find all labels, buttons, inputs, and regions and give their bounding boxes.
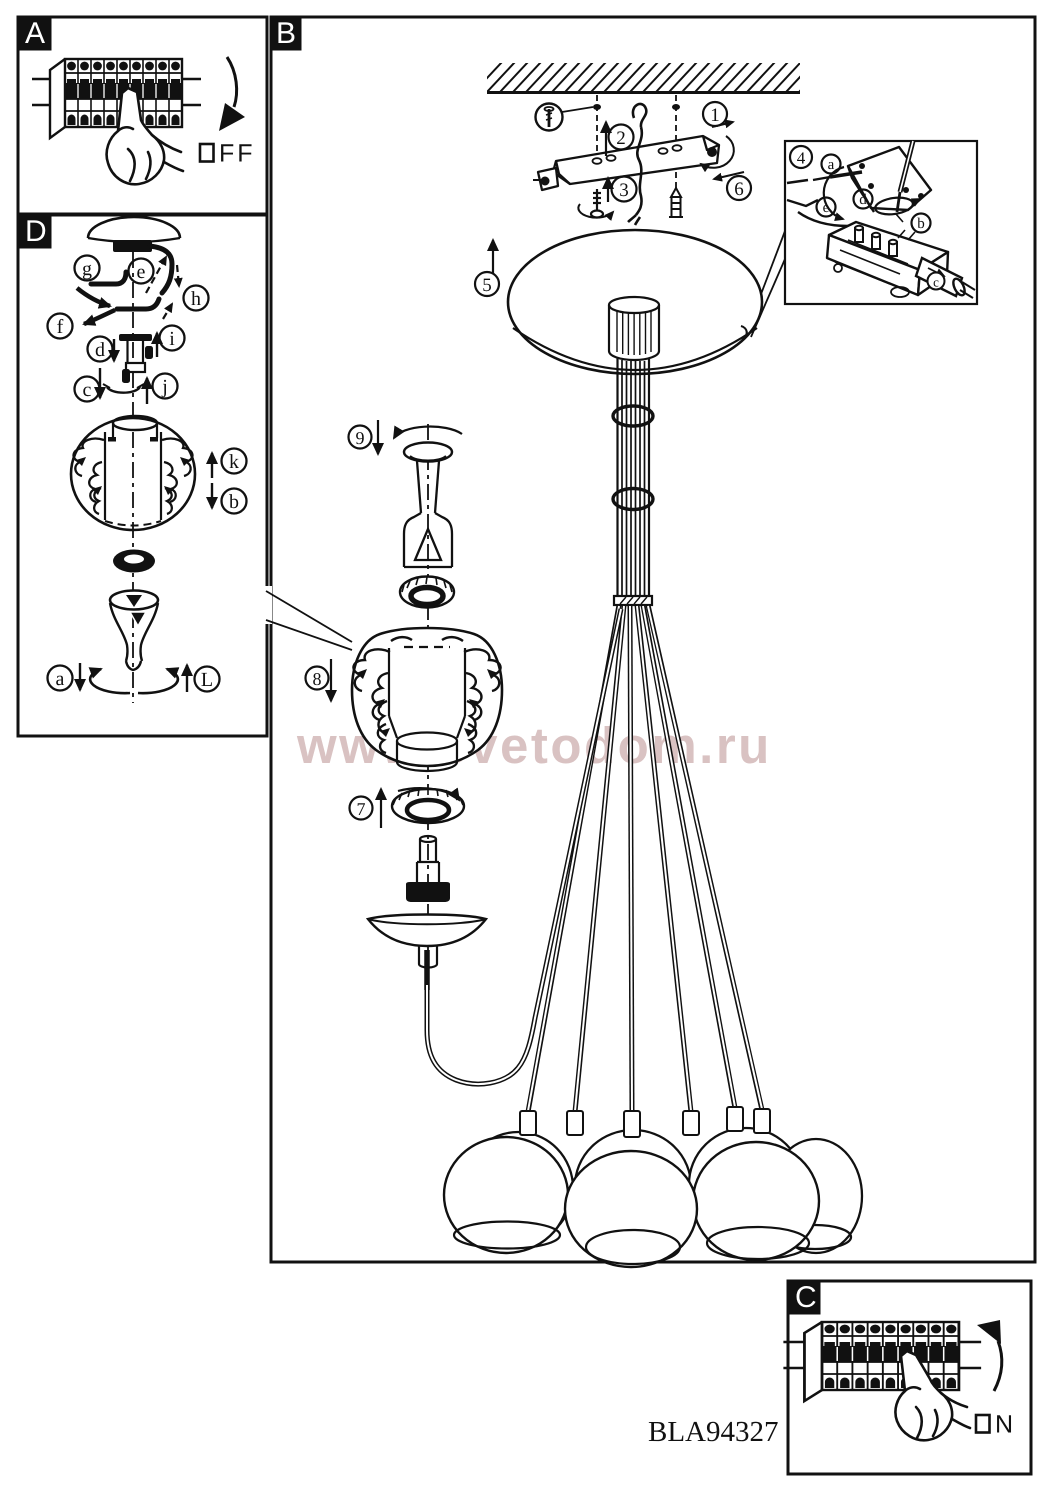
svg-text:c: c [83, 379, 92, 401]
svg-text:B: B [276, 17, 296, 50]
svg-text:FF: FF [219, 140, 256, 168]
svg-text:2: 2 [616, 128, 626, 149]
svg-text:e: e [823, 200, 830, 216]
svg-text:9: 9 [356, 428, 365, 448]
svg-text:7: 7 [357, 799, 366, 819]
svg-text:k: k [229, 451, 239, 473]
svg-text:a: a [828, 157, 835, 173]
svg-text:e: e [137, 261, 146, 283]
svg-text:d: d [859, 192, 867, 208]
svg-text:D: D [25, 215, 47, 248]
svg-text:i: i [169, 328, 175, 350]
svg-text:8: 8 [313, 669, 322, 689]
svg-text:C: C [795, 1281, 817, 1314]
svg-text:h: h [191, 288, 201, 310]
svg-text:6: 6 [734, 179, 744, 200]
svg-text:j: j [161, 376, 168, 398]
svg-text:N: N [995, 1411, 1013, 1439]
svg-text:A: A [25, 17, 45, 50]
svg-text:3: 3 [619, 180, 629, 201]
svg-text:d: d [95, 339, 105, 361]
svg-text:a: a [56, 668, 65, 690]
svg-text:4: 4 [797, 149, 806, 168]
svg-text:f: f [57, 316, 64, 338]
svg-text:L: L [201, 669, 213, 691]
svg-text:c: c [933, 275, 939, 290]
svg-text:BLA94327: BLA94327 [648, 1416, 779, 1448]
svg-text:b: b [229, 491, 239, 513]
svg-text:1: 1 [710, 105, 720, 126]
svg-text:b: b [917, 216, 925, 232]
svg-text:5: 5 [482, 275, 492, 296]
svg-text:g: g [82, 258, 92, 280]
